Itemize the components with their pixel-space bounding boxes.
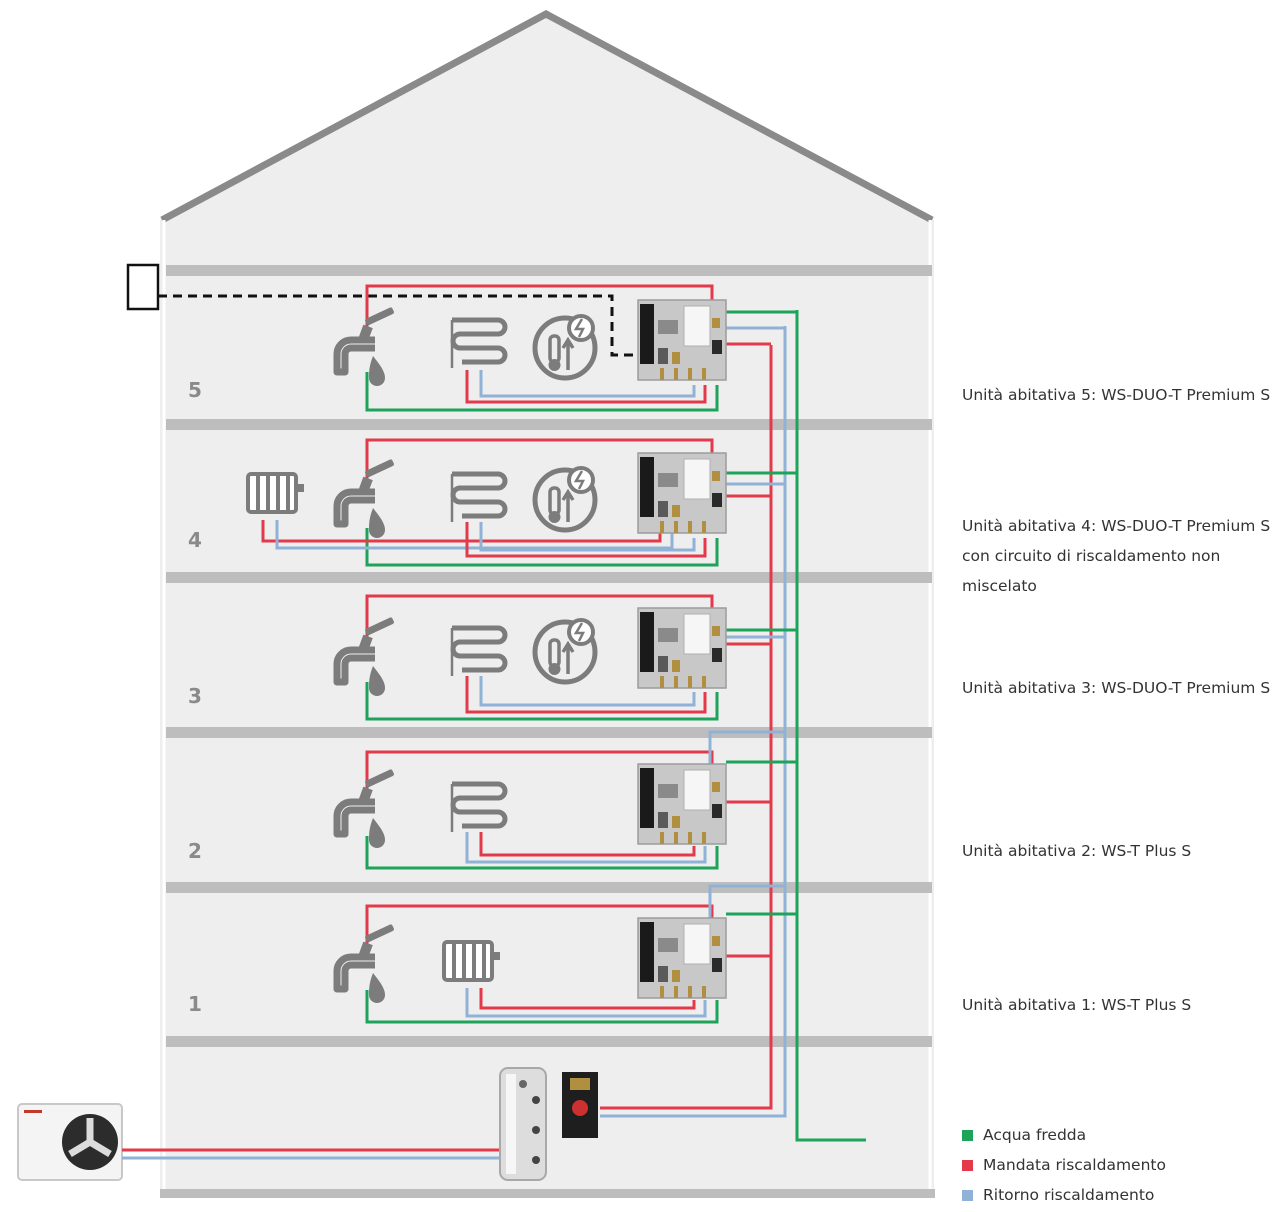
buffer-tank-icon [499, 1067, 547, 1181]
floor-number: 3 [188, 684, 202, 708]
floor-3 [337, 594, 797, 721]
legend-swatch [962, 1129, 973, 1141]
legend-swatch [962, 1159, 973, 1171]
floor-number: 4 [188, 528, 202, 552]
control-cable [158, 294, 640, 357]
ws-t-plus-module [637, 917, 727, 999]
risers [600, 310, 866, 1142]
control-unit-icon [126, 263, 160, 311]
unit-label-5: Unità abitativa 5: WS-DUO-T Premium S [962, 386, 1271, 404]
roof-outline [160, 10, 934, 224]
floor-2 [337, 730, 797, 870]
unit-label-1: Unità abitativa 1: WS-T Plus S [962, 996, 1192, 1014]
radiator-icon [442, 940, 502, 982]
legend-item-cold-water: Acqua fredda [962, 1120, 1166, 1150]
radiator-icon [246, 472, 306, 514]
floor-number: 5 [188, 378, 202, 402]
ws-duo-t-premium-module [637, 607, 727, 689]
legend-item-heating-flow: Mandata riscaldamento [962, 1150, 1166, 1180]
heat-pump [17, 1103, 123, 1181]
ws-duo-t-premium-module [637, 299, 727, 381]
floor-number: 2 [188, 839, 202, 863]
ws-t-plus-module [637, 763, 727, 845]
unit-label-4: Unità abitativa 4: WS-DUO-T Premium S co… [962, 517, 1271, 595]
pump-group [562, 1072, 598, 1138]
building-walls [162, 220, 932, 1198]
legend: Acqua fredda Mandata riscaldamento Ritor… [962, 1120, 1166, 1210]
floor-1 [337, 884, 797, 1024]
floor-number: 1 [188, 992, 202, 1016]
floor-5 [337, 284, 797, 412]
unit-label-2: Unità abitativa 2: WS-T Plus S [962, 842, 1192, 860]
unit-label-3: Unità abitativa 3: WS-DUO-T Premium S [962, 679, 1271, 697]
legend-swatch [962, 1189, 973, 1201]
building-shell [160, 12, 934, 1198]
legend-item-heating-return: Ritorno riscaldamento [962, 1180, 1166, 1210]
floor-slabs [160, 265, 935, 1198]
ws-duo-t-premium-module [637, 452, 727, 534]
floor-4 [246, 438, 797, 567]
